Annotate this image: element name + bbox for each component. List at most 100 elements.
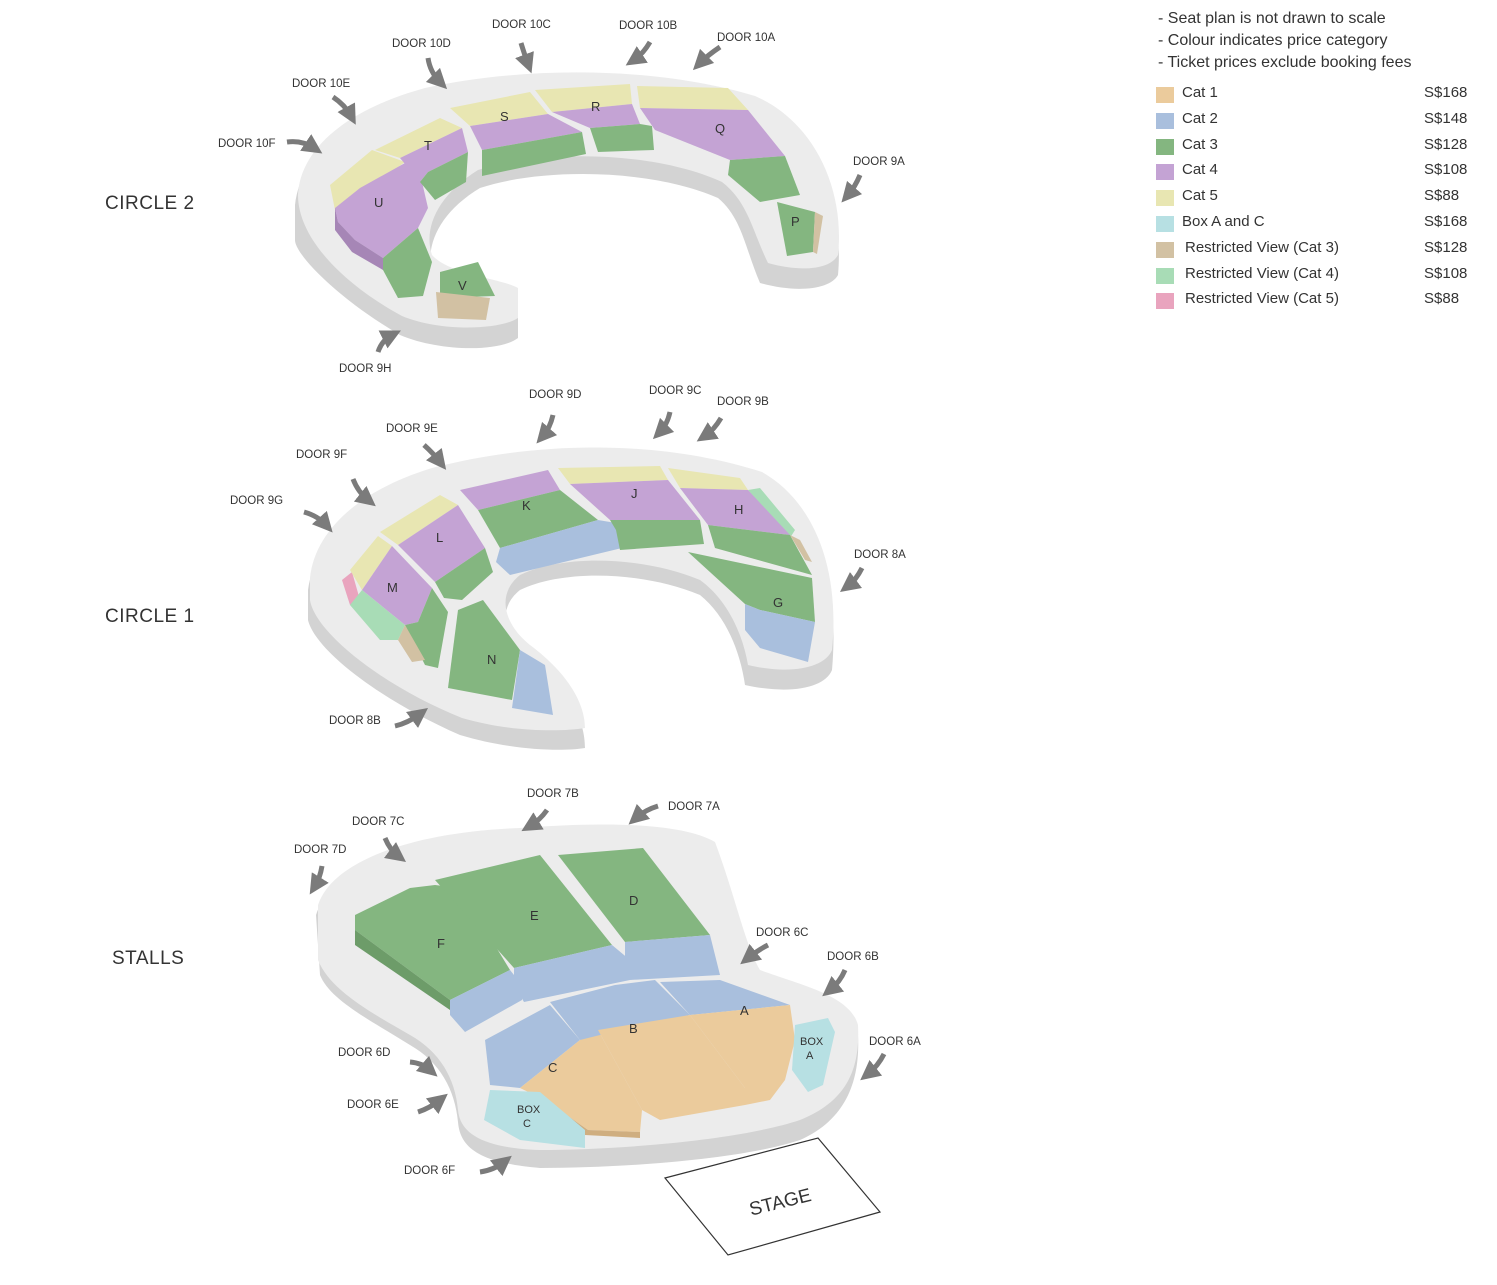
legend-price: S$168 bbox=[1424, 84, 1468, 101]
arrow-door-7c bbox=[382, 837, 406, 863]
section-p-restricted bbox=[813, 212, 823, 254]
restricted-cat5-swatch bbox=[1156, 293, 1174, 310]
stage bbox=[663, 1137, 882, 1256]
section-j-cat3 bbox=[610, 520, 704, 550]
section-m-restricted-cat4 bbox=[350, 590, 405, 640]
section-a-label: A bbox=[740, 1003, 749, 1018]
section-k-label: K bbox=[522, 498, 531, 513]
section-e[interactable] bbox=[435, 855, 612, 968]
section-q[interactable] bbox=[640, 108, 785, 160]
legend-name: Cat 1 bbox=[1182, 84, 1218, 101]
door-6b-label: DOOR 6B bbox=[827, 951, 879, 963]
section-q-cat5-strip bbox=[637, 86, 748, 110]
arrow-door-10b bbox=[625, 40, 653, 66]
section-u-cat5-strip bbox=[330, 150, 405, 210]
door-7a-label: DOOR 7A bbox=[668, 801, 720, 813]
section-d-cat2 bbox=[625, 935, 720, 980]
legend-item-cat5: Cat 5 S$88 bbox=[1150, 187, 1480, 213]
legend-item-cat2: Cat 2 S$148 bbox=[1150, 110, 1480, 136]
circle-2-label: CIRCLE 2 bbox=[105, 193, 195, 214]
section-q-cat3 bbox=[728, 156, 800, 202]
section-p[interactable] bbox=[777, 202, 815, 256]
note-colour-price: - Colour indicates price category bbox=[1158, 32, 1388, 49]
section-u-cat3 bbox=[383, 228, 432, 298]
section-g-label: G bbox=[773, 595, 783, 610]
arrow-door-9e bbox=[422, 443, 447, 470]
door-9b-label: DOOR 9B bbox=[717, 396, 769, 408]
arrow-door-10d bbox=[425, 57, 448, 90]
section-r[interactable] bbox=[552, 104, 640, 128]
box-a-label-line2: A bbox=[806, 1050, 814, 1062]
section-l[interactable] bbox=[398, 505, 485, 582]
section-s-cat5-strip bbox=[450, 92, 548, 126]
door-10c-label: DOOR 10C bbox=[492, 19, 551, 31]
section-k[interactable] bbox=[460, 470, 560, 510]
section-s-label: S bbox=[500, 109, 509, 124]
section-d[interactable] bbox=[558, 848, 710, 942]
cat3-swatch bbox=[1156, 138, 1174, 155]
legend-item-restricted-cat4: Restricted View (Cat 4) S$108 bbox=[1150, 265, 1480, 291]
box-c[interactable] bbox=[484, 1090, 585, 1148]
door-10e-label: DOOR 10E bbox=[292, 78, 350, 90]
section-g[interactable] bbox=[688, 552, 815, 622]
door-10d-label: DOOR 10D bbox=[392, 38, 451, 50]
section-v[interactable] bbox=[440, 262, 495, 298]
door-6a-label: DOOR 6A bbox=[869, 1036, 921, 1048]
arrow-door-9a bbox=[841, 174, 863, 203]
circle-2-level: CIRCLE 2 U T S R Q bbox=[105, 19, 905, 375]
door-8a-label: DOOR 8A bbox=[854, 549, 906, 561]
section-a[interactable] bbox=[690, 1005, 795, 1105]
arrow-door-9b bbox=[696, 416, 724, 442]
section-u[interactable] bbox=[335, 163, 428, 258]
section-r-cat3 bbox=[590, 124, 654, 152]
arrow-door-7a bbox=[628, 803, 659, 825]
arrow-door-7d bbox=[309, 865, 329, 895]
section-c-cat2 bbox=[485, 1005, 580, 1088]
section-s[interactable] bbox=[470, 114, 582, 150]
section-h-label: H bbox=[734, 502, 743, 517]
section-f-side bbox=[355, 915, 450, 1010]
section-f-label: F bbox=[437, 936, 445, 951]
section-n[interactable] bbox=[448, 600, 520, 700]
section-t[interactable] bbox=[400, 128, 468, 182]
section-h-cat3 bbox=[708, 525, 812, 575]
box-a-label-line1: BOX bbox=[800, 1036, 824, 1048]
box-a[interactable] bbox=[792, 1018, 835, 1092]
legend-item-cat3: Cat 3 S$128 bbox=[1150, 136, 1480, 162]
legend-panel: - Seat plan is not drawn to scale - Colo… bbox=[1150, 8, 1480, 316]
section-m[interactable] bbox=[362, 546, 432, 625]
arrow-door-7b bbox=[521, 808, 550, 832]
arrow-door-10f bbox=[286, 134, 323, 154]
section-r-label: R bbox=[591, 99, 600, 114]
section-c-label: C bbox=[548, 1060, 557, 1075]
section-f-cat2 bbox=[450, 970, 522, 1032]
section-c[interactable] bbox=[520, 1030, 642, 1132]
stalls-label: STALLS bbox=[112, 948, 184, 969]
section-k-cat2 bbox=[496, 520, 622, 575]
section-d-label: D bbox=[629, 893, 638, 908]
arrow-door-9g bbox=[303, 509, 333, 533]
door-6c-label: DOOR 6C bbox=[756, 927, 808, 939]
arrow-door-6c bbox=[740, 942, 770, 965]
door-10a-label: DOOR 10A bbox=[717, 32, 775, 44]
legend-price: S$148 bbox=[1424, 109, 1468, 127]
section-p-label: P bbox=[791, 214, 800, 229]
section-e-cat2 bbox=[514, 945, 630, 1002]
section-h[interactable] bbox=[680, 488, 790, 535]
arrow-door-8b bbox=[394, 708, 429, 729]
section-g-cat2 bbox=[745, 604, 815, 662]
door-9d-label: DOOR 9D bbox=[529, 389, 581, 401]
cat5-swatch bbox=[1156, 190, 1174, 207]
section-j[interactable] bbox=[570, 480, 700, 520]
legend-name: Restricted View (Cat 4) bbox=[1185, 264, 1339, 282]
section-t-cat3 bbox=[420, 152, 468, 200]
circle-2-door-arrows bbox=[286, 40, 863, 353]
restricted-cat3-swatch bbox=[1156, 241, 1174, 258]
section-m-label: M bbox=[387, 580, 398, 595]
circle-1-door-arrows bbox=[303, 411, 865, 729]
legend-name: Cat 3 bbox=[1182, 135, 1218, 153]
section-m-restricted-cat5 bbox=[342, 572, 360, 605]
section-n-cat2 bbox=[512, 650, 553, 715]
section-b[interactable] bbox=[598, 1015, 745, 1120]
